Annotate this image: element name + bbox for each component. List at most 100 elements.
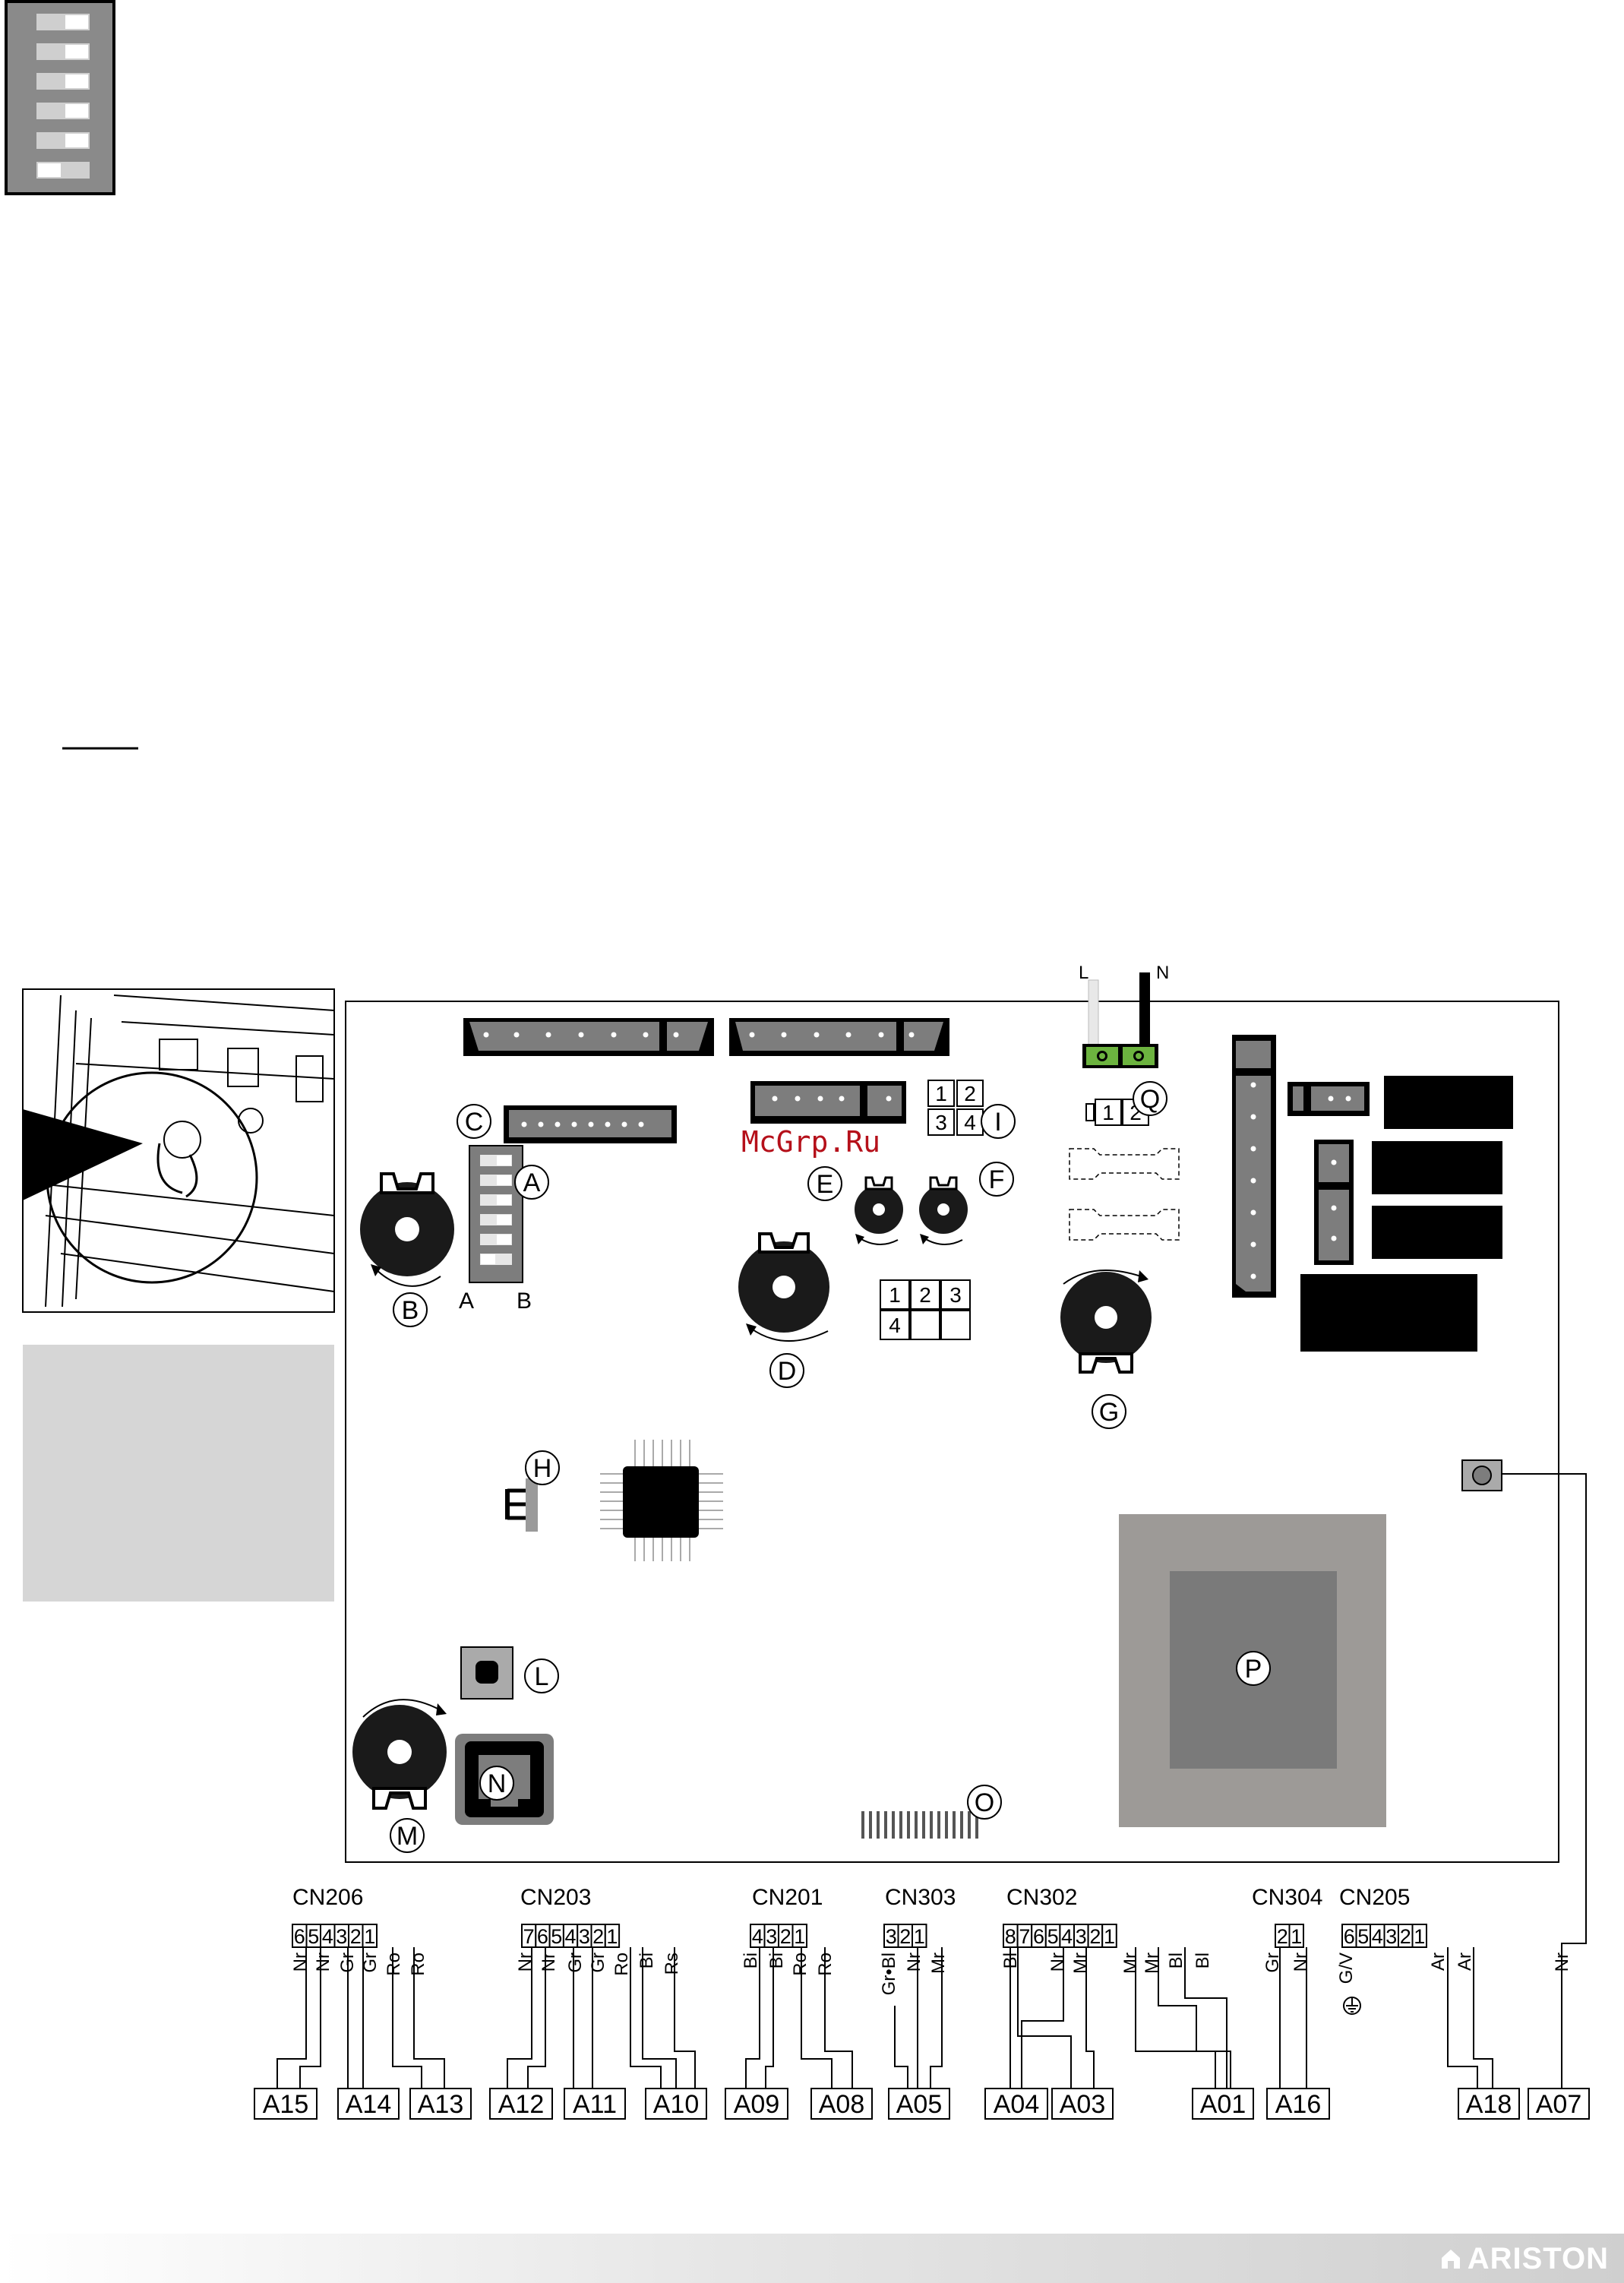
pin-number: 4 <box>1372 1925 1383 1948</box>
jumper-block-i: 1 2 3 4 <box>927 1080 984 1136</box>
potentiometer-e <box>855 1176 903 1245</box>
connector-title-cn302: CN302 <box>1006 1885 1077 1910</box>
pin-number: 3 <box>336 1925 347 1948</box>
callout-n: N <box>488 1769 507 1798</box>
wire-label: Mr <box>928 1953 949 1974</box>
pin-number: 5 <box>308 1925 319 1948</box>
pin-number: 2 <box>1400 1925 1411 1948</box>
wire-line <box>1447 1947 1478 2089</box>
pin-number: 3 <box>579 1925 590 1948</box>
footer-bar <box>0 2234 1624 2283</box>
pin-number: 4 <box>1061 1925 1073 1948</box>
microcontroller-chip <box>600 1440 723 1561</box>
terminal-box <box>725 2088 788 2120</box>
callout-p: P <box>1245 1655 1262 1684</box>
component-callouts: C A B E F I Q D G H L N O P M <box>390 1081 1271 1853</box>
ariston-house-icon <box>1441 2250 1460 2269</box>
wire-label: Bi <box>766 1953 787 1968</box>
right-wire-label: Nr <box>1552 1953 1572 1972</box>
pin-number: 8 <box>1005 1925 1016 1948</box>
callout-b: B <box>402 1296 419 1325</box>
potentiometer-m <box>352 1699 447 1810</box>
terminal-box <box>1528 2088 1590 2120</box>
connector-q-1: 1 <box>1102 1101 1114 1124</box>
wire-label: Nr <box>290 1953 311 1972</box>
terminal-label: A13 <box>418 2090 464 2119</box>
terminal-box <box>1192 2088 1254 2120</box>
pin-cell <box>1288 1924 1304 1948</box>
connector-title-cn303: CN303 <box>885 1885 956 1910</box>
wire-line <box>674 1947 696 2089</box>
terminal-label: A14 <box>346 2090 392 2119</box>
note-panel <box>23 1345 334 1602</box>
wire-label: Ar <box>1428 1953 1449 1971</box>
pin-number: 3 <box>1076 1925 1087 1948</box>
terminal-label: A04 <box>994 2090 1040 2119</box>
wire-label: Ro <box>408 1953 428 1976</box>
jumper4-1: 1 <box>889 1283 901 1307</box>
wire-line <box>392 1947 422 2089</box>
connector-title-cn206: CN206 <box>292 1885 363 1910</box>
terminal-label: A09 <box>734 2090 780 2119</box>
board-outline <box>345 1001 1559 1863</box>
pin-number: 2 <box>1277 1925 1288 1948</box>
terminal-label: A15 <box>263 2090 309 2119</box>
pin-cell <box>1101 1924 1117 1948</box>
callout-e: E <box>817 1170 834 1199</box>
wire-line <box>1158 1947 1231 2089</box>
terminal-box <box>810 2088 873 2120</box>
brand-name: ARISTON <box>1467 2241 1609 2275</box>
wire-line <box>527 1947 546 2089</box>
wire-label: Nr <box>1291 1953 1311 1972</box>
callout-a: A <box>523 1168 541 1197</box>
ground-icon-lines <box>1346 1998 1358 2013</box>
jumper-i-3: 3 <box>935 1111 947 1134</box>
brand-logo: ARISTON <box>1440 2240 1609 2278</box>
small-connector-vertical <box>1314 1140 1354 1265</box>
terminal-label: A18 <box>1466 2090 1512 2119</box>
terminal-box <box>1266 2088 1330 2120</box>
callout-i: I <box>994 1108 1001 1137</box>
pin-number: 2 <box>780 1925 791 1948</box>
wire-label: Ro <box>384 1953 404 1976</box>
wire-line <box>765 1947 774 2089</box>
wire-line <box>507 1947 532 2089</box>
jumper4-2: 2 <box>919 1283 931 1307</box>
wire-line <box>1017 1947 1072 2089</box>
connector-c <box>504 1105 677 1143</box>
wire-line <box>642 1947 677 2089</box>
component-o <box>861 1811 978 1839</box>
terminal-box <box>1051 2088 1114 2120</box>
wire-line <box>1021 1947 1064 2089</box>
terminal-label: A07 <box>1536 2090 1582 2119</box>
wire-line <box>1135 1947 1216 2089</box>
terminal-box <box>984 2088 1048 2120</box>
jumper-i-4: 4 <box>964 1111 976 1134</box>
dip-switch-illustration <box>5 0 115 195</box>
terminal-box <box>409 2088 472 2120</box>
potentiometer-d <box>738 1232 829 1342</box>
wire-line <box>1085 1947 1095 2089</box>
wire-label: Mr <box>1120 1953 1141 1974</box>
wire-label: Bl <box>1193 1953 1213 1968</box>
callout-c: C <box>465 1108 484 1137</box>
terminal-box <box>1458 2088 1520 2120</box>
power-n-label: N <box>1156 963 1169 983</box>
terminal-box <box>645 2088 707 2120</box>
pin-number: 3 <box>766 1925 777 1948</box>
pin-number: 1 <box>606 1925 618 1948</box>
jumper-i-1: 1 <box>935 1082 947 1105</box>
wire-label: Gr•Bl <box>879 1953 899 1995</box>
fuse-holders <box>1069 1148 1180 1241</box>
pin-number: 5 <box>1047 1925 1059 1948</box>
terminal-label: A10 <box>653 2090 700 2119</box>
wire-label: G/V <box>1336 1953 1357 1984</box>
terminal-label: A03 <box>1060 2090 1106 2119</box>
top-connector-2 <box>729 1018 949 1056</box>
wire-line <box>745 1947 760 2089</box>
pin-cell <box>604 1924 621 1948</box>
jumper-block-4: 1 2 3 4 <box>880 1279 971 1340</box>
terminal-label: A08 <box>819 2090 865 2119</box>
